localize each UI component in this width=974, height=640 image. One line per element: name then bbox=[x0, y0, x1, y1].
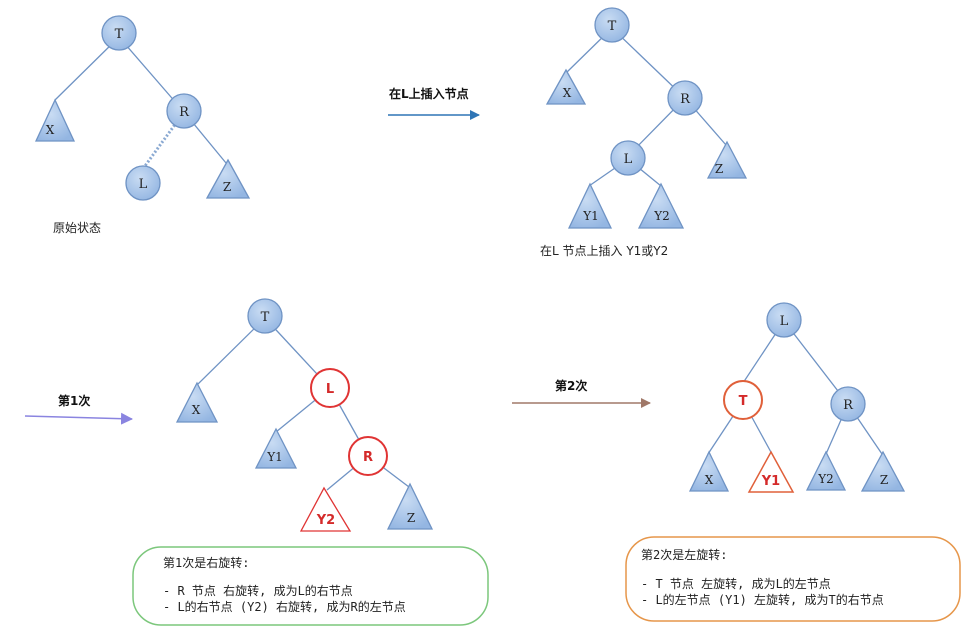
node-t-label: T bbox=[608, 19, 617, 34]
arrow-second-rotation: 第2次 bbox=[512, 378, 651, 408]
subtree-y1 bbox=[567, 182, 613, 229]
node-l bbox=[766, 302, 802, 338]
arrow-second-label: 第2次 bbox=[555, 378, 587, 393]
subtree-z bbox=[205, 158, 251, 199]
subtree-y1-label: Y1 bbox=[761, 474, 780, 489]
node-l-label: L bbox=[780, 314, 789, 329]
subtree-z bbox=[706, 140, 748, 179]
caption-after-insert: 在L 节点上插入 Y1或Y2 bbox=[540, 244, 668, 258]
node-t-highlight bbox=[723, 380, 763, 420]
subtree-x-label: X bbox=[705, 473, 714, 487]
subtree-y1-label: Y1 bbox=[266, 450, 283, 464]
subtree-x bbox=[545, 68, 587, 105]
note-second-line-1: - T 节点 左旋转, 成为L的左节点 bbox=[641, 576, 831, 591]
node-t-label: T bbox=[115, 27, 124, 42]
arrow-insert-label: 在L上插入节点 bbox=[389, 86, 469, 101]
node-r-label: R bbox=[179, 105, 190, 120]
node-r-label: R bbox=[363, 450, 373, 465]
subtree-y2-label: Y2 bbox=[653, 209, 670, 223]
subtree-x bbox=[175, 381, 219, 423]
node-t bbox=[247, 298, 283, 334]
node-t-label: T bbox=[739, 394, 748, 409]
diagram-after-first-rotation: T L R X Y1 Y2 Z bbox=[175, 298, 434, 532]
arrow-first-label: 第1次 bbox=[58, 393, 90, 408]
node-l-highlight bbox=[310, 368, 350, 408]
edge-t-x bbox=[54, 36, 120, 101]
node-t bbox=[101, 15, 137, 51]
node-r-label: R bbox=[843, 398, 854, 413]
subtree-z-label: Z bbox=[715, 162, 723, 176]
subtree-y1-highlight bbox=[747, 450, 795, 493]
subtree-x-label: X bbox=[192, 403, 201, 417]
node-l-label: L bbox=[624, 152, 633, 167]
subtree-x-label: X bbox=[563, 86, 572, 100]
node-r bbox=[667, 80, 703, 116]
note-second-line-2: - L的左节点 (Y1) 左旋转, 成为T的右节点 bbox=[641, 592, 884, 607]
node-l-label: L bbox=[326, 382, 334, 397]
subtree-z bbox=[386, 482, 434, 530]
subtree-z-label: Z bbox=[880, 473, 888, 487]
caption-original-state: 原始状态 bbox=[53, 221, 101, 235]
subtree-y2-label: Y2 bbox=[316, 513, 335, 528]
subtree-z bbox=[860, 450, 906, 492]
subtree-y2-label: Y2 bbox=[817, 472, 834, 486]
node-t bbox=[594, 7, 630, 43]
subtree-x bbox=[34, 98, 76, 142]
node-l bbox=[125, 165, 161, 201]
node-t-label: T bbox=[261, 310, 270, 325]
note-first-line-1: - R 节点 右旋转, 成为L的右节点 bbox=[163, 583, 353, 598]
diagram-after-insert: T R L X Z Y1 Y2 在L 节点上插入 Y1或Y2 bbox=[540, 7, 748, 258]
arrow-first-rotation: 第1次 bbox=[24, 393, 133, 425]
arrow-insert: 在L上插入节点 bbox=[388, 86, 480, 120]
subtree-y2 bbox=[805, 450, 847, 491]
note-second-rotation: 第2次是左旋转: - T 节点 左旋转, 成为L的左节点 - L的左节点 (Y1… bbox=[625, 536, 961, 622]
subtree-y2 bbox=[637, 182, 685, 229]
note-second-box bbox=[625, 536, 961, 622]
node-l bbox=[610, 140, 646, 176]
note-second-title: 第2次是左旋转: bbox=[641, 547, 727, 562]
subtree-x-label: X bbox=[46, 123, 55, 137]
subtree-y1 bbox=[254, 427, 298, 469]
node-r-label: R bbox=[680, 92, 691, 107]
note-first-box bbox=[132, 546, 489, 626]
subtree-y1-label: Y1 bbox=[582, 209, 599, 223]
diagram-after-second-rotation: L T R X Y1 Y2 Z bbox=[688, 302, 906, 493]
subtree-z-label: Z bbox=[407, 511, 415, 525]
subtree-z-label: Z bbox=[223, 180, 231, 194]
note-first-line-2: - L的右节点 (Y2) 右旋转, 成为R的左节点 bbox=[163, 599, 406, 614]
arrow-first-line bbox=[24, 412, 133, 425]
node-r-highlight bbox=[348, 436, 388, 476]
subtree-x bbox=[688, 450, 730, 492]
node-l-label: L bbox=[139, 177, 148, 192]
edge-r-l-dashed bbox=[143, 111, 186, 167]
node-r bbox=[166, 93, 202, 129]
subtree-y2-highlight bbox=[299, 486, 352, 532]
note-first-title: 第1次是右旋转: bbox=[163, 555, 249, 570]
node-r bbox=[830, 386, 866, 422]
diagram-original: T R L X Z 原始状态 bbox=[34, 15, 251, 235]
note-first-rotation: 第1次是右旋转: - R 节点 右旋转, 成为L的右节点 - L的右节点 (Y2… bbox=[132, 546, 489, 626]
